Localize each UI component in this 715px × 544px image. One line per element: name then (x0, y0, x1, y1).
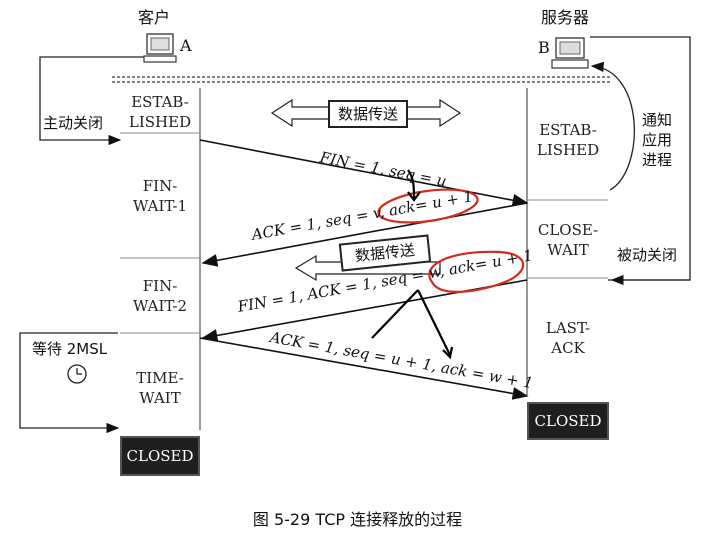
data-transfer-label-1: 数据传送 (328, 100, 408, 128)
active-close-label: 主动关闭 (43, 114, 104, 132)
client-label: 客户 (138, 8, 171, 27)
annotation-circle-ack1 (377, 188, 479, 224)
client-state-time-wait: TIME- WAIT (136, 369, 184, 407)
client-closed-badge: CLOSED (120, 436, 200, 476)
server-closed-badge: CLOSED (527, 402, 609, 440)
active-close-arrow (39, 56, 145, 146)
hand-arrow-1-head (407, 191, 421, 202)
client-computer-icon (143, 33, 177, 63)
hand-arrow-2 (371, 289, 419, 339)
ack2-arrow (199, 337, 529, 400)
passive-close-label: 被动关闭 (617, 246, 678, 264)
server-state-established: ESTAB- LISHED (536, 121, 600, 159)
annotation-circle-fin2 (428, 250, 525, 293)
client-letter: A (180, 36, 192, 55)
server-state-close-wait: CLOSE- WAIT (537, 221, 599, 259)
client-state-fin-wait-2: FIN- WAIT-2 (132, 277, 188, 315)
notify-app-label: 通知 应用 进程 (642, 111, 673, 169)
wait-2msl-label: 等待 2MSL (32, 340, 108, 358)
hand-arrow-3-head (442, 346, 454, 360)
client-state-established: ESTAB- LISHED (128, 93, 192, 131)
notify-app-arrow (590, 61, 635, 191)
figure-caption: 图 5-29 TCP 连接释放的过程 (252, 510, 463, 529)
client-state-fin-wait-1: FIN- WAIT-1 (132, 177, 188, 215)
hand-arrow-3 (417, 289, 451, 356)
server-label: 服务器 (541, 8, 590, 27)
clock-icon (67, 364, 87, 384)
ack1-arrow (201, 202, 528, 267)
server-state-last-ack: LAST- ACK (545, 319, 591, 357)
server-computer-icon (551, 37, 589, 69)
hand-arrow-1 (407, 169, 416, 199)
server-letter: B (538, 38, 550, 57)
wait-2msl-arrow (19, 332, 120, 434)
